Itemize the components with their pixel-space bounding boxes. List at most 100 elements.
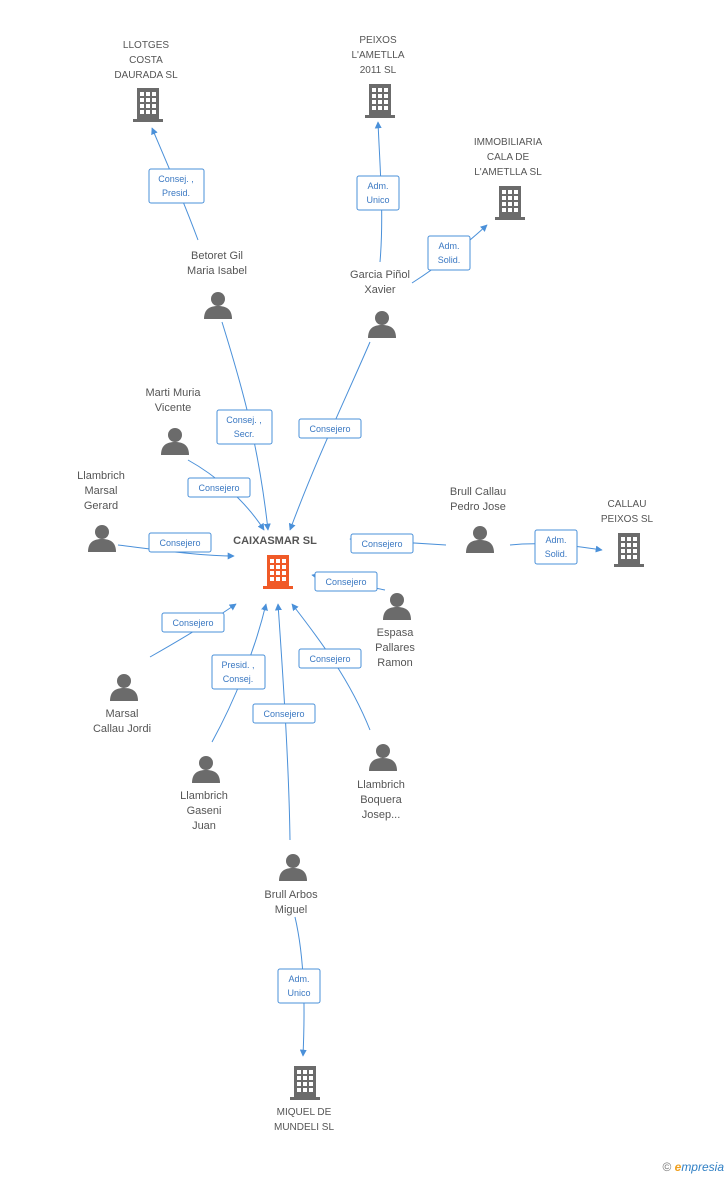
edge-label-line: Unico	[287, 988, 310, 998]
person-label-line: Pallares	[375, 642, 415, 654]
person-label-line: Gerard	[84, 500, 118, 512]
person-icon	[192, 756, 220, 783]
edge-label-line: Adm.	[367, 181, 388, 191]
edge-label-line: Consejero	[309, 654, 350, 664]
building-icon	[263, 555, 293, 589]
brand-initial: e	[674, 1160, 682, 1174]
building-icon	[614, 533, 644, 567]
person-label-line: Gaseni	[187, 805, 222, 817]
person-icon	[369, 744, 397, 771]
building-icon	[133, 88, 163, 122]
person-label-line: Llambrich	[180, 790, 228, 802]
person-node-brull-callau[interactable]: Brull Callau Pedro Jose	[450, 486, 506, 553]
edge-label-brull-callau-company[interactable]: Adm. Solid.	[534, 529, 578, 565]
person-label-line: Boquera	[360, 794, 402, 806]
edge-label-brull-arbos-center[interactable]: Consejero	[252, 703, 316, 724]
person-node-garcia[interactable]: Garcia Piñol Xavier	[350, 269, 410, 338]
person-label-line: Marsal	[105, 708, 138, 720]
edge-line-brull-arbos-center	[274, 603, 291, 841]
company-label-line: L'AMETLLA	[351, 50, 404, 61]
person-node-brull-arbos[interactable]: Brull Arbos Miguel	[264, 854, 318, 916]
person-icon	[110, 674, 138, 701]
person-icon	[368, 311, 396, 338]
person-label-line: Pedro Jose	[450, 501, 506, 513]
edge-label-betoret-center[interactable]: Consej. , Secr.	[216, 409, 273, 445]
edge-label-line: Consej. ,	[158, 174, 194, 184]
edge-label-brull-callau-center[interactable]: Consejero	[350, 533, 414, 554]
company-node-peixos[interactable]: PEIXOS L'AMETLLA 2011 SL	[351, 35, 405, 118]
edge-label-line: Adm.	[545, 535, 566, 545]
person-node-espasa[interactable]: Espasa Pallares Ramon	[375, 593, 415, 669]
edge-label-line: Secr.	[234, 429, 255, 439]
person-node-llambrich-gaseni[interactable]: Llambrich Gaseni Juan	[180, 756, 228, 832]
company-node-callau[interactable]: CALLAU PEIXOS SL	[601, 499, 654, 567]
edge-label-brull-arbos-miquel[interactable]: Adm. Unico	[277, 968, 321, 1004]
company-node-immobiliaria[interactable]: IMMOBILIARIA CALA DE L'AMETLLA SL	[474, 137, 543, 220]
edge-label-line: Presid. ,	[221, 660, 254, 670]
person-label-line: Brull Callau	[450, 486, 506, 498]
edge-label-line: Adm.	[288, 974, 309, 984]
company-label-line: LLOTGES	[123, 40, 169, 51]
edge-label-line: Solid.	[438, 255, 461, 265]
edge-label-llambrich-gaseni-center[interactable]: Presid. , Consej.	[211, 654, 266, 690]
edge-label-line: Unico	[366, 195, 389, 205]
person-icon	[88, 525, 116, 552]
edge-label-marsal-callau-center[interactable]: Consejero	[161, 612, 225, 633]
edge-label-line: Consej. ,	[226, 415, 262, 425]
company-label-line: DAURADA SL	[114, 70, 178, 81]
edge-label-line: Adm.	[438, 241, 459, 251]
edge-label-line: Consejero	[309, 424, 350, 434]
person-node-llambrich-marsal[interactable]: Llambrich Marsal Gerard	[77, 470, 125, 552]
person-icon	[279, 854, 307, 881]
edge-label-llambrich-marsal-center[interactable]: Consejero	[148, 532, 212, 553]
edge-label-line: Consejero	[361, 539, 402, 549]
person-icon	[204, 292, 232, 319]
edge-label-line: Consej.	[223, 674, 254, 684]
person-label-line: Garcia Piñol	[350, 269, 410, 281]
person-label-line: Marti Muria	[145, 387, 201, 399]
person-label-line: Ramon	[377, 657, 412, 669]
edge-label-marti-center[interactable]: Consejero	[187, 477, 251, 498]
edge-label-line: Consejero	[172, 618, 213, 628]
company-label-line: COSTA	[129, 55, 163, 66]
company-label-line: CALA DE	[487, 152, 530, 163]
empresia-logo: © empresia	[662, 1160, 724, 1174]
company-label-line: L'AMETLLA SL	[474, 167, 542, 178]
company-label-line: IMMOBILIARIA	[474, 137, 543, 148]
person-label-line: Callau Jordi	[93, 723, 151, 735]
person-node-marsal-callau[interactable]: Marsal Callau Jordi	[93, 674, 151, 735]
copyright-icon: ©	[662, 1160, 672, 1174]
company-node-miquel[interactable]: MIQUEL DE MUNDELI SL	[274, 1066, 334, 1133]
edge-label-line: Consejero	[198, 483, 239, 493]
company-node-llotges[interactable]: LLOTGES COSTA DAURADA SL	[114, 40, 178, 122]
company-label-line: MIQUEL DE	[277, 1107, 332, 1118]
person-node-betoret[interactable]: Betoret Gil Maria Isabel	[187, 250, 247, 319]
company-label-line: PEIXOS SL	[601, 514, 654, 525]
person-icon	[466, 526, 494, 553]
company-label-line: 2011 SL	[360, 65, 397, 76]
person-label-line: Espasa	[377, 627, 415, 639]
edge-label-betoret-llotges[interactable]: Consej. , Presid.	[148, 168, 205, 204]
person-label-line: Vicente	[155, 402, 192, 414]
edge-labels: Consej. , Presid. Adm. Unico Adm. Solid.…	[148, 168, 578, 1004]
building-icon	[290, 1066, 320, 1100]
person-label-line: Juan	[192, 820, 216, 832]
person-label-line: Xavier	[364, 284, 396, 296]
edge-label-line: Solid.	[545, 549, 568, 559]
edge-label-llambrich-boquera-center[interactable]: Consejero	[298, 648, 362, 669]
person-icon	[161, 428, 189, 455]
edge-label-line: Consejero	[325, 577, 366, 587]
center-company-node[interactable]: CAIXASMAR SL	[233, 535, 317, 589]
edge-label-espasa-center[interactable]: Consejero	[314, 571, 378, 592]
edge-label-garcia-peixos[interactable]: Adm. Unico	[356, 175, 400, 211]
edge-label-garcia-center[interactable]: Consejero	[298, 418, 362, 439]
person-node-marti[interactable]: Marti Muria Vicente	[145, 387, 201, 455]
edge-label-garcia-immobiliaria[interactable]: Adm. Solid.	[427, 235, 471, 271]
person-label-line: Llambrich	[77, 470, 125, 482]
person-node-llambrich-boquera[interactable]: Llambrich Boquera Josep...	[357, 744, 405, 821]
person-label-line: Betoret Gil	[191, 250, 243, 262]
person-label-line: Brull Arbos	[264, 889, 318, 901]
person-label-line: Maria Isabel	[187, 265, 247, 277]
person-icon	[383, 593, 411, 620]
